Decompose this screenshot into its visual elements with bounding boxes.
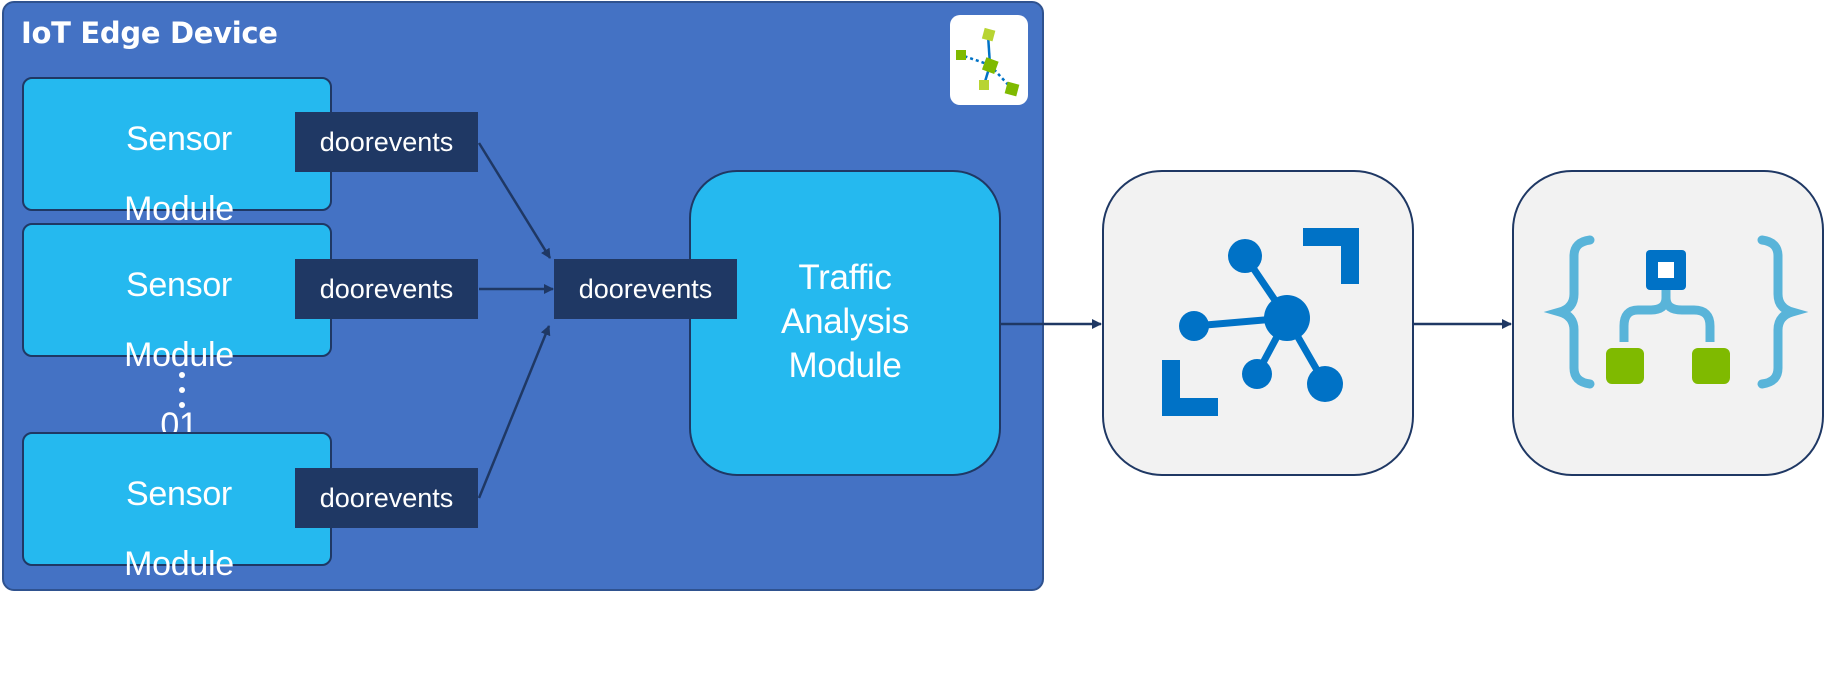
logic-app-service-tile xyxy=(1512,170,1824,476)
sensor-module-01-line2: Module xyxy=(124,336,234,374)
sensor-module-12: Sensor Module 12 xyxy=(22,432,332,652)
sensor-module-00: Sensor Module 00 xyxy=(22,77,332,297)
sensor-module-00-line2: Module xyxy=(124,190,234,228)
sensor-module-01-output-topic: doorevents xyxy=(295,259,478,319)
iot-edge-logo-tile xyxy=(950,15,1028,105)
sensor-module-01-label: Sensor Module 01 xyxy=(24,233,334,478)
iot-hub-service-tile xyxy=(1102,170,1414,476)
sensor-module-12-label: Sensor Module 12 xyxy=(24,442,334,687)
traffic-module-line1: Traffic xyxy=(798,258,892,297)
sensor-module-01: Sensor Module 01 xyxy=(22,223,332,443)
edge-device-title: IoT Edge Device xyxy=(21,16,278,50)
traffic-module-input-topic: doorevents xyxy=(554,259,737,319)
sensor-module-01-line1: Sensor xyxy=(126,266,232,304)
sensor-module-00-output-topic: doorevents xyxy=(295,112,478,172)
sensor-module-12-line2: Module xyxy=(124,545,234,583)
traffic-module-line2: Analysis xyxy=(781,302,909,341)
traffic-analysis-module xyxy=(689,170,1001,476)
more-modules-ellipsis xyxy=(172,372,192,417)
logic-app-icon xyxy=(1543,235,1809,389)
traffic-analysis-module-label: Traffic Analysis Module xyxy=(735,256,955,388)
traffic-module-line3: Module xyxy=(788,346,902,385)
sensor-module-00-line1: Sensor xyxy=(126,120,232,158)
sensor-module-12-line1: Sensor xyxy=(126,475,232,513)
iot-edge-icon xyxy=(956,27,1020,97)
sensor-module-12-line3: 12 xyxy=(160,615,198,653)
sensor-module-12-output-topic: doorevents xyxy=(295,468,478,528)
iot-hub-icon xyxy=(1162,228,1359,416)
